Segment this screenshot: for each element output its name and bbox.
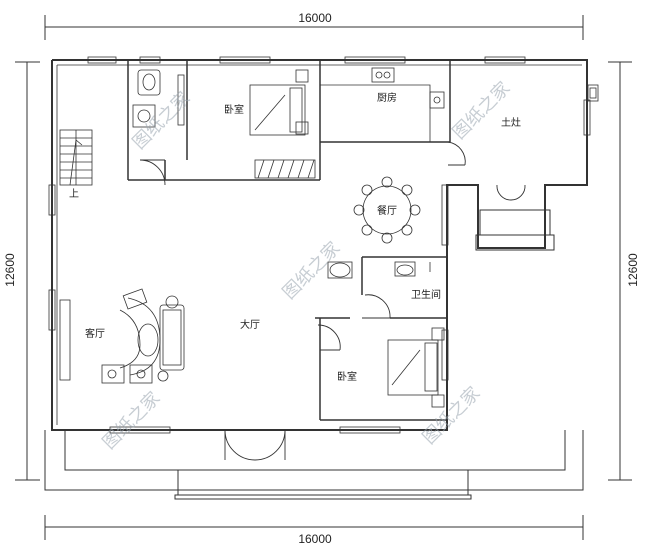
staircase (59, 129, 93, 186)
wardrobe (254, 159, 316, 179)
doors (139, 141, 526, 461)
interior-walls (127, 60, 451, 421)
dining-set (353, 176, 421, 244)
watermark-2: 图纸之家 (449, 78, 515, 144)
stairs-up-label: 上 (69, 188, 79, 200)
watermark-4: 图纸之家 (99, 388, 165, 454)
watermark-3: 图纸之家 (279, 238, 345, 304)
stove-unit (587, 84, 599, 102)
room-label-bedroom-bottom: 卧室 (337, 370, 357, 383)
room-label-hall: 大厅 (240, 318, 260, 331)
living-furniture (59, 288, 185, 384)
room-label-stove: 土灶 (501, 116, 521, 129)
room-label-living: 客厅 (85, 327, 105, 340)
right-dimension: 12600 (626, 253, 640, 287)
room-label-bedroom-top: 卧室 (224, 103, 244, 116)
top-dimension: 16000 (298, 11, 332, 25)
kitchen-counter (320, 67, 445, 142)
watermark-1: 图纸之家 (129, 88, 195, 154)
bathroom-fixtures-bottom (327, 261, 431, 279)
bottom-dimension: 16000 (298, 532, 332, 546)
room-label-dining: 餐厅 (377, 204, 397, 217)
bed-top (249, 69, 309, 136)
left-dimension: 12600 (3, 253, 17, 287)
bed-bottom (387, 327, 445, 408)
room-label-kitchen: 厨房 (377, 91, 397, 104)
windows (48, 56, 591, 434)
room-label-bathroom: 卫生间 (411, 288, 441, 301)
entrance-terrace (44, 209, 584, 500)
watermark-5: 图纸之家 (419, 383, 485, 449)
bathroom-fixtures-top (132, 69, 185, 128)
dimension-lines (15, 15, 632, 540)
